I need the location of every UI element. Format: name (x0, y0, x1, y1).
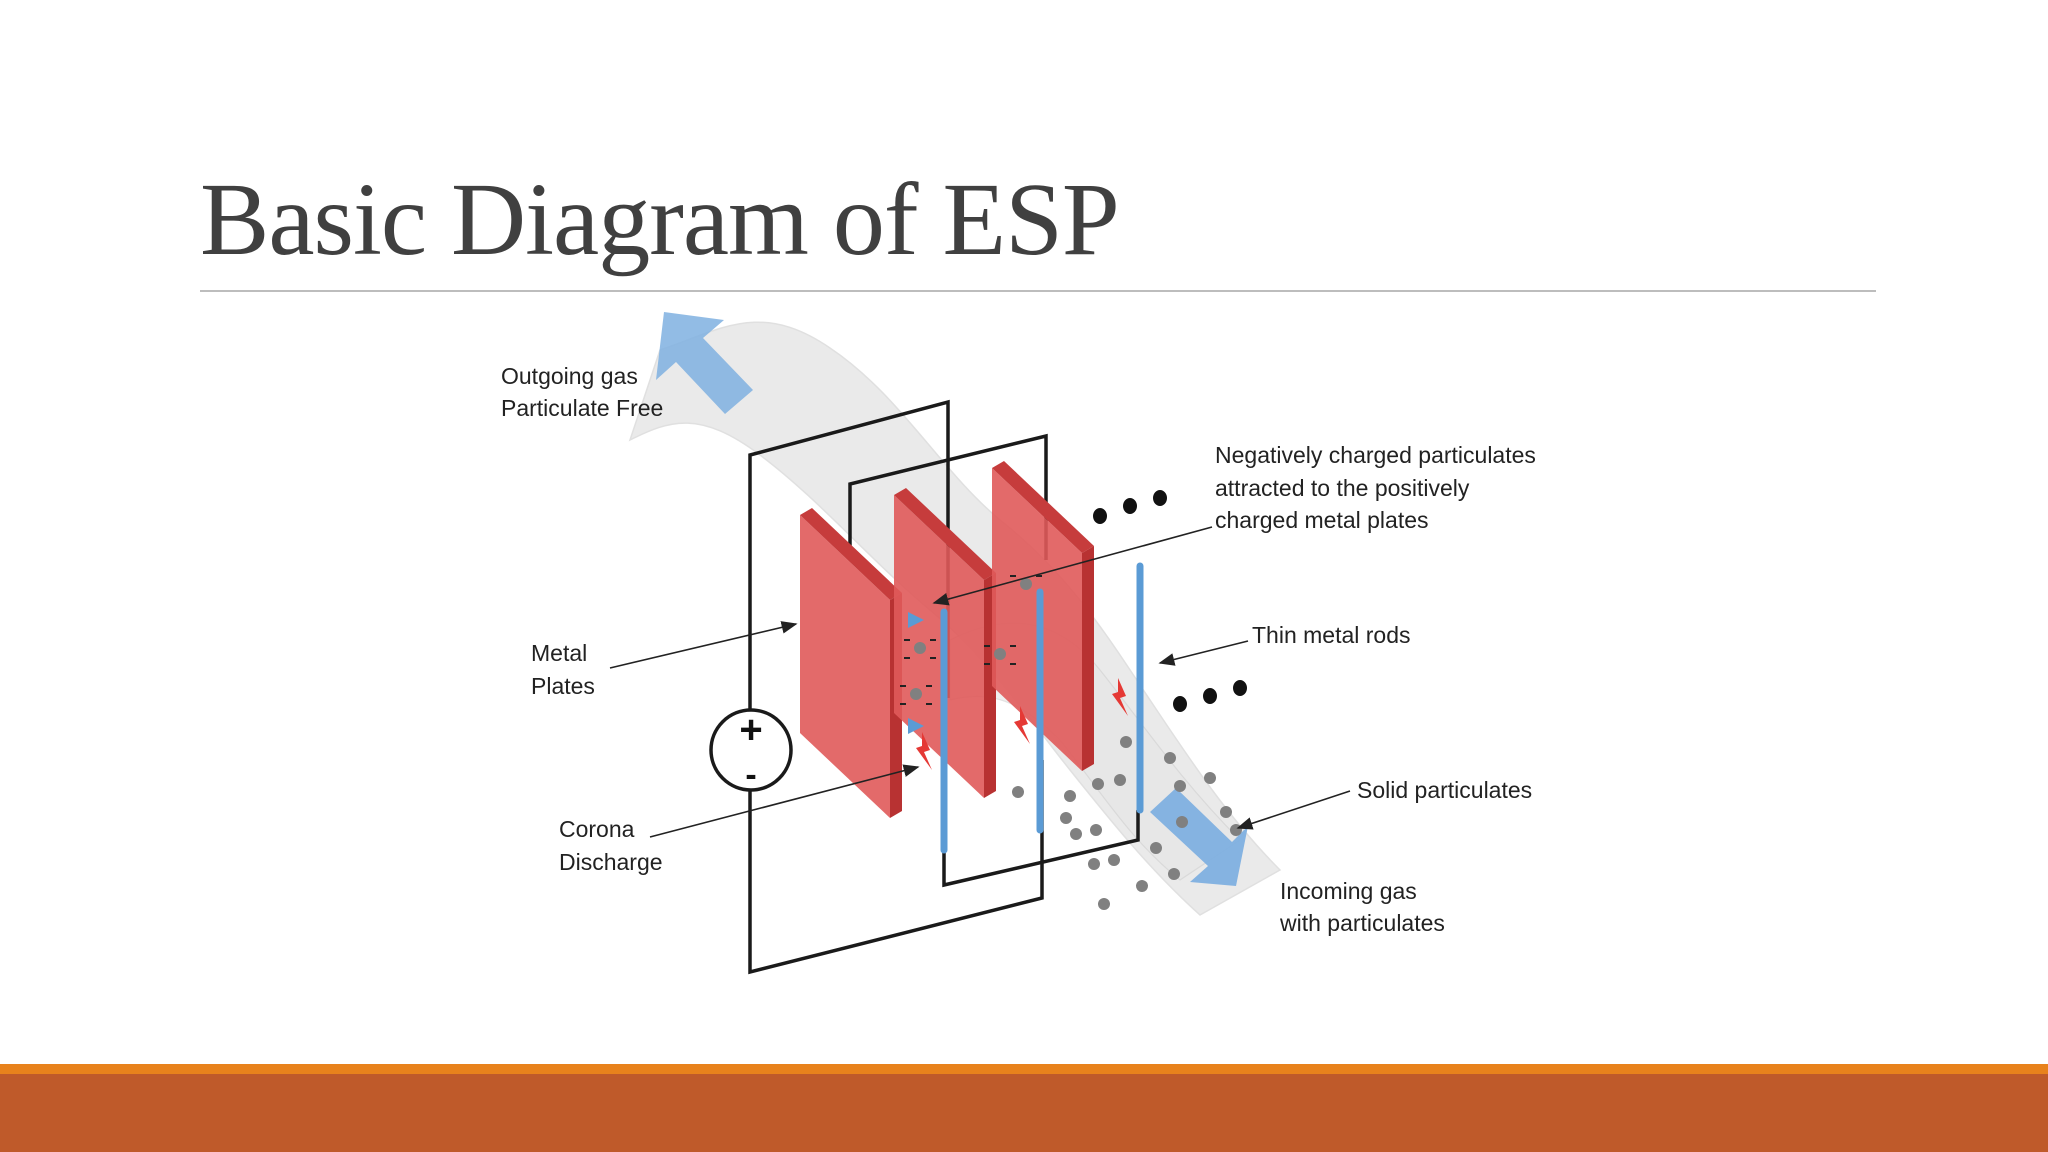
metal-plates (800, 461, 1094, 818)
slide-title: Basic Diagram of ESP (200, 162, 1120, 277)
solid-particulates (1012, 736, 1242, 910)
continuation-dots-bottom (1173, 680, 1247, 712)
continuation-dots-top (1093, 490, 1167, 524)
power-source: + - (709, 708, 793, 794)
title-divider (200, 290, 1876, 292)
label-outgoing-gas-1: Outgoing gas (501, 363, 638, 389)
label-thin-metal-rods: Thin metal rods (1252, 622, 1411, 648)
label-metal-plates-2: Plates (531, 673, 595, 699)
label-negatively-charged-1: Negatively charged particulates (1215, 442, 1536, 468)
label-incoming-gas-2: with particulates (1279, 910, 1445, 936)
label-metal-plates-1: Metal (531, 640, 587, 666)
label-negatively-charged-3: charged metal plates (1215, 507, 1429, 533)
footer-accent-stripe (0, 1064, 2048, 1074)
label-incoming-gas-1: Incoming gas (1280, 878, 1417, 904)
diagram-labels: Outgoing gas Particulate Free Negatively… (501, 363, 1536, 936)
label-corona-discharge-2: Discharge (559, 849, 663, 875)
label-negatively-charged-2: attracted to the positively (1215, 475, 1470, 501)
label-corona-discharge-1: Corona (559, 816, 635, 842)
incoming-gas-arrow (1150, 788, 1248, 886)
charged-particulates (900, 575, 1042, 734)
outgoing-gas-arrow (656, 312, 753, 414)
label-outgoing-gas-2: Particulate Free (501, 395, 663, 421)
footer-bar (0, 1074, 2048, 1152)
power-source-minus: - (745, 756, 756, 794)
label-solid-particulates: Solid particulates (1357, 777, 1532, 803)
power-source-plus: + (739, 708, 762, 752)
metal-rods (940, 562, 1144, 854)
leader-lines (609, 526, 1351, 838)
corona-discharge-sparks (916, 678, 1128, 770)
